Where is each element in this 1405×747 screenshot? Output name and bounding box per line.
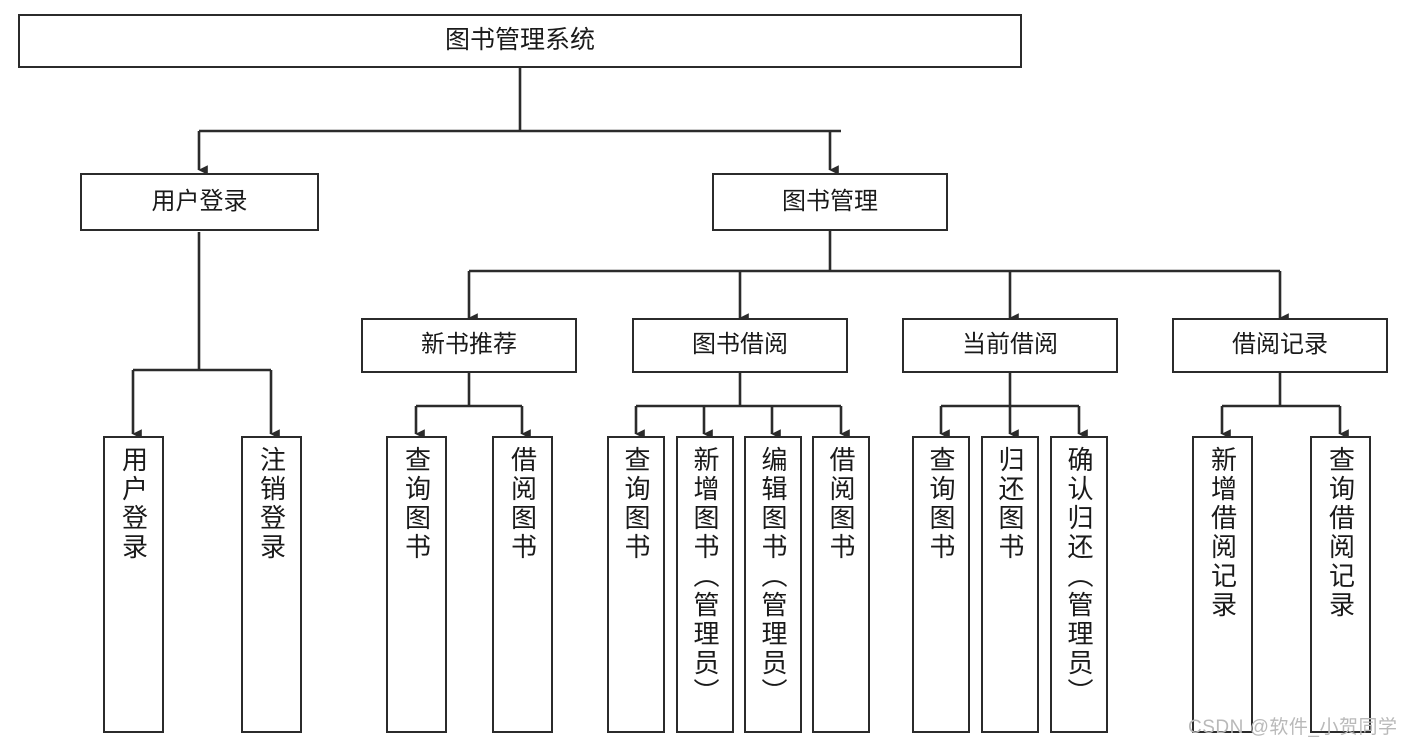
node-leaf-return-book-label: 归还图书 xyxy=(995,446,1025,562)
node-current-borrow-label: 当前借阅 xyxy=(962,331,1058,359)
node-leaf-query-book-1[interactable]: 查询图书 xyxy=(386,436,447,733)
node-leaf-borrow-book-1[interactable]: 借阅图书 xyxy=(492,436,553,733)
node-leaf-borrow-book-1-label: 借阅图书 xyxy=(507,446,538,562)
node-leaf-user-login-label: 用户登录 xyxy=(118,446,149,562)
node-root[interactable]: 图书管理系统 xyxy=(18,14,1022,68)
node-leaf-query-record[interactable]: 查询借阅记录 xyxy=(1310,436,1371,733)
node-leaf-edit-book-label: 编辑图书（管理员） xyxy=(758,446,788,707)
node-leaf-query-book-1-label: 查询图书 xyxy=(401,446,432,562)
node-new-book-recommend-label: 新书推荐 xyxy=(421,331,517,359)
node-book-manage-label: 图书管理 xyxy=(782,187,878,215)
node-leaf-query-book-2-label: 查询图书 xyxy=(621,446,651,562)
node-user-login[interactable]: 用户登录 xyxy=(80,173,319,231)
node-book-borrow-label: 图书借阅 xyxy=(692,331,788,359)
node-book-borrow[interactable]: 图书借阅 xyxy=(632,318,848,373)
node-leaf-query-book-2[interactable]: 查询图书 xyxy=(607,436,665,733)
node-current-borrow[interactable]: 当前借阅 xyxy=(902,318,1118,373)
node-leaf-query-record-label: 查询借阅记录 xyxy=(1325,446,1356,620)
node-leaf-borrow-book-2-label: 借阅图书 xyxy=(826,446,856,562)
node-user-login-label: 用户登录 xyxy=(151,187,248,215)
node-leaf-borrow-book-2[interactable]: 借阅图书 xyxy=(812,436,870,733)
node-leaf-add-record[interactable]: 新增借阅记录 xyxy=(1192,436,1253,733)
node-leaf-user-logout-label: 注销登录 xyxy=(256,446,287,562)
node-leaf-user-logout[interactable]: 注销登录 xyxy=(241,436,302,733)
node-leaf-confirm-return[interactable]: 确认归还（管理员） xyxy=(1050,436,1108,733)
node-leaf-add-book[interactable]: 新增图书（管理员） xyxy=(676,436,734,733)
node-leaf-return-book[interactable]: 归还图书 xyxy=(981,436,1039,733)
node-borrow-record[interactable]: 借阅记录 xyxy=(1172,318,1388,373)
node-new-book-recommend[interactable]: 新书推荐 xyxy=(361,318,577,373)
node-leaf-add-record-label: 新增借阅记录 xyxy=(1207,446,1238,620)
node-book-manage[interactable]: 图书管理 xyxy=(712,173,948,231)
node-leaf-edit-book[interactable]: 编辑图书（管理员） xyxy=(744,436,802,733)
node-borrow-record-label: 借阅记录 xyxy=(1232,331,1328,359)
node-leaf-query-book-3-label: 查询图书 xyxy=(926,446,956,562)
node-leaf-query-book-3[interactable]: 查询图书 xyxy=(912,436,970,733)
node-root-label: 图书管理系统 xyxy=(444,26,595,55)
node-leaf-user-login[interactable]: 用户登录 xyxy=(103,436,164,733)
node-leaf-add-book-label: 新增图书（管理员） xyxy=(690,446,720,707)
node-leaf-confirm-return-label: 确认归还（管理员） xyxy=(1064,446,1094,707)
